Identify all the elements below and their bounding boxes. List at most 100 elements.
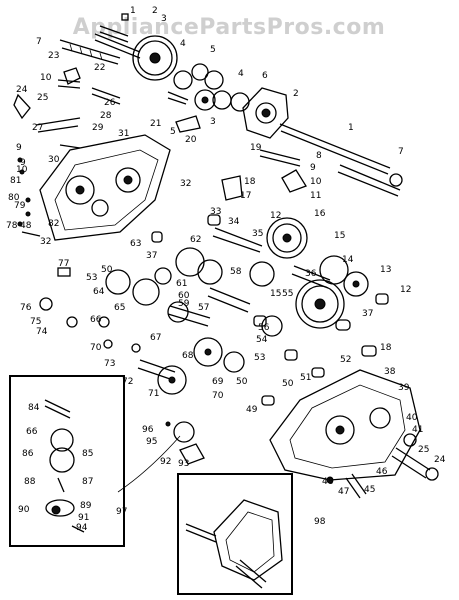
shafts-center [137, 227, 331, 381]
callout: 50 [282, 379, 294, 389]
callout: 38 [384, 367, 396, 377]
callout: 95 [146, 437, 157, 447]
callout: 86 [22, 449, 34, 459]
discs-left [105, 269, 245, 395]
small-shafts-left [13, 67, 201, 149]
callout: 51 [300, 373, 311, 383]
callout: 20 [185, 135, 197, 145]
callout: 10 [16, 165, 28, 175]
gear-16 [266, 217, 308, 259]
callout: 96 [142, 425, 154, 435]
callout: 97 [116, 507, 127, 517]
callout: 24 [434, 455, 446, 465]
callout: 15 [270, 289, 281, 299]
callout: 6 [262, 71, 268, 81]
callout: 21 [150, 119, 161, 129]
callout: 69 [212, 377, 224, 387]
callout: 81 [10, 176, 21, 186]
callout: 48 [322, 477, 334, 487]
callout: 7 [36, 37, 42, 47]
callout: 76 [20, 303, 32, 313]
callout: 66 [90, 315, 102, 325]
callout: 19 [250, 143, 262, 153]
callout: 10 [310, 177, 322, 187]
callout: 93 [178, 459, 189, 469]
callout: 11 [310, 191, 321, 201]
callout: 54 [256, 335, 268, 345]
callout: 14 [342, 255, 354, 265]
callout: 16 [314, 209, 326, 219]
small-hardware-left [17, 157, 41, 237]
callout: 1 [130, 6, 136, 16]
callout: 60 [178, 291, 190, 301]
callout: 29 [92, 123, 104, 133]
callout: 41 [412, 425, 423, 435]
callout: 61 [176, 279, 187, 289]
callout: 4 [238, 69, 244, 79]
callout: 8 [316, 151, 322, 161]
callout: 87 [82, 477, 93, 487]
callout: 70 [212, 391, 224, 401]
callout: 77 [58, 259, 69, 269]
callout: 13 [380, 265, 391, 275]
callout: 50 [236, 377, 248, 387]
callout: 89 [80, 501, 92, 511]
callout: 68 [182, 351, 194, 361]
callout: 10 [40, 73, 52, 83]
callout: 47 [338, 487, 349, 497]
callout: 71 [148, 389, 159, 399]
callout: 27 [32, 123, 43, 133]
callout: 25 [37, 93, 48, 103]
callout: 72 [122, 377, 133, 387]
output-shaft [279, 123, 403, 197]
callout: 35 [252, 229, 263, 239]
inset-box-detail [9, 375, 125, 547]
callout: 22 [94, 63, 105, 73]
callout: 24 [16, 85, 28, 95]
callout: 45 [364, 485, 375, 495]
callout: 36 [305, 269, 317, 279]
callout: 49 [246, 405, 258, 415]
shift-fork-area [221, 149, 307, 201]
right-hardware [261, 367, 439, 499]
leader-line-97 [117, 435, 181, 493]
callout: 3 [161, 14, 167, 24]
callout: 57 [198, 303, 209, 313]
callout: 17 [240, 191, 251, 201]
callout: 66 [26, 427, 38, 437]
callout: 48 [20, 221, 32, 231]
callout: 78 [6, 221, 18, 231]
callout: 65 [114, 303, 125, 313]
callout: 18 [244, 177, 256, 187]
callout: 30 [48, 155, 60, 165]
watermark-text: AppliancePartsPros.com [73, 15, 386, 40]
callout: 34 [228, 217, 240, 227]
left-transmission-housing [39, 134, 171, 241]
callout: 92 [160, 457, 171, 467]
callout: 23 [48, 51, 59, 61]
input-shaft-assembly [59, 13, 141, 65]
callout: 4 [180, 39, 186, 49]
callout: 15 [334, 231, 345, 241]
callout: 32 [40, 237, 51, 247]
differential-housing-small [165, 421, 205, 465]
callout: 2 [293, 89, 299, 99]
callout: 70 [90, 343, 102, 353]
callout: 2 [152, 6, 158, 16]
gear-13-14 [319, 255, 369, 297]
callout: 62 [190, 235, 201, 245]
callout: 67 [150, 333, 161, 343]
callout: 82 [48, 219, 59, 229]
callout: 75 [30, 317, 41, 327]
large-spur-gear [132, 35, 178, 81]
callout: 53 [254, 353, 265, 363]
spacers-center [151, 214, 389, 361]
callout: 64 [93, 287, 105, 297]
callout: 1 [348, 123, 354, 133]
callout: 55 [282, 289, 293, 299]
callout: 9 [16, 143, 22, 153]
small-parts-left-mid [39, 267, 141, 353]
right-transmission-housing [269, 369, 431, 481]
callout: 46 [376, 467, 388, 477]
callout: 3 [210, 117, 216, 127]
